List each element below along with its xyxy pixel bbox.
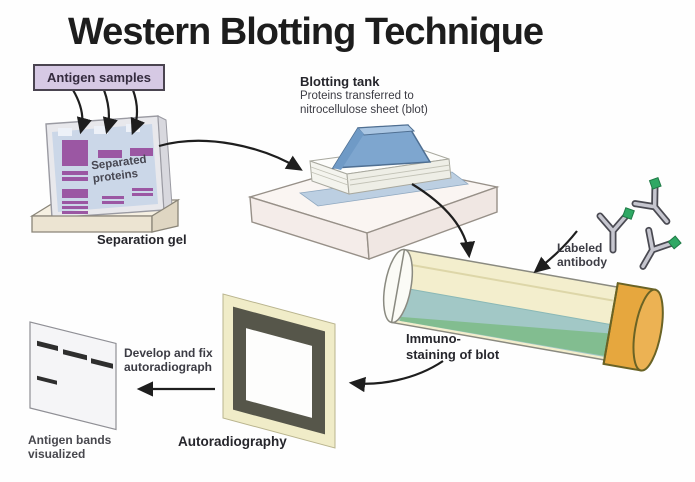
- tank-weight: [331, 124, 432, 170]
- gel-well: [58, 128, 72, 136]
- arrow-tube-to-film: [348, 360, 444, 393]
- separation-gel-caption: Separation gel: [97, 232, 187, 247]
- antigen-samples-label: Antigen samples: [46, 69, 152, 85]
- antigen-bands-caption: Antigen bands visualized: [28, 433, 112, 462]
- page-title: Western Blotting Technique: [68, 11, 544, 53]
- arrow-sample-3: [130, 89, 146, 136]
- separation-gel-graphic: [29, 115, 181, 233]
- roller-tube-graphic: [382, 248, 664, 372]
- gel-well: [94, 126, 108, 134]
- visualized-bands: [37, 340, 113, 385]
- antibody-icon: [632, 223, 683, 277]
- blotting-tank-title: Blotting tank: [300, 74, 380, 89]
- tube-cap: [602, 281, 664, 372]
- protein-bands: [62, 140, 153, 214]
- result-film: [29, 321, 117, 431]
- arrow-sample-2: [102, 89, 118, 135]
- arrow-tank-to-tube: [411, 183, 476, 259]
- antigen-samples-label-box: Antigen samples: [33, 64, 165, 91]
- blotting-tank-description: Proteins transferred to nitrocellulose s…: [300, 90, 428, 116]
- arrow-sample-1: [72, 89, 92, 135]
- autoradiography-caption: Autoradiography: [178, 434, 287, 449]
- blot-in-tube: [399, 316, 609, 357]
- labeled-antibody-icons: [600, 175, 683, 277]
- labeled-antibody-label: Labeled antibody: [557, 241, 607, 270]
- develop-fix-label: Develop and fix autoradiograph: [124, 346, 213, 375]
- autoradiograph-film: [222, 293, 336, 449]
- arrow-gel-to-tank: [158, 139, 303, 171]
- antibody-icon: [630, 175, 683, 229]
- immunostaining-label: Immuno- staining of blot: [406, 331, 500, 362]
- blotting-tank-graphic: [247, 124, 500, 260]
- arrow-antibody-to-tube: [533, 230, 578, 274]
